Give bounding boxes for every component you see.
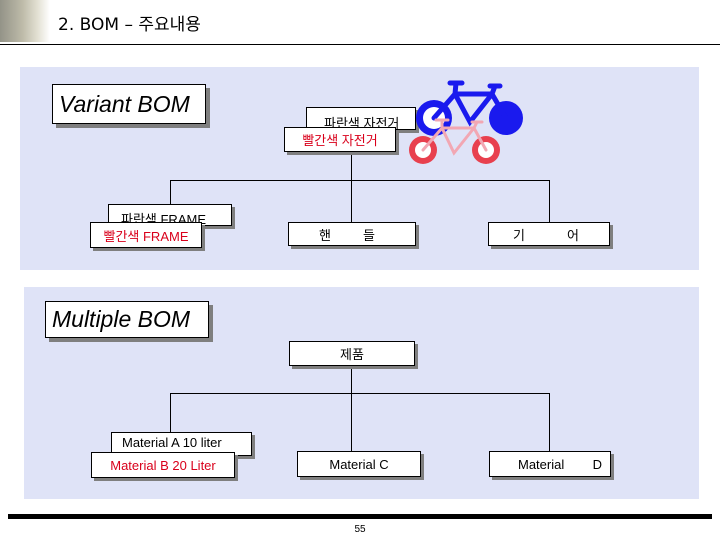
gear-label-part1: 기 <box>513 227 525 243</box>
footer-rule <box>8 514 712 519</box>
handle-box: 핸 들 <box>288 222 416 246</box>
header-decoration <box>0 0 50 42</box>
multiple-drop-d <box>549 393 550 451</box>
handle-label-part1: 핸 <box>319 227 331 243</box>
gear-label-part2: 어 <box>567 227 579 243</box>
material-d-label-part1: Material <box>518 456 565 472</box>
material-a-label: Material A 10 liter <box>122 434 222 450</box>
material-d-box: Material D <box>489 451 611 477</box>
product-box: 제품 <box>289 341 415 366</box>
red-bicycle-label: 빨간색 자전거 <box>302 133 378 148</box>
multiple-branch-line <box>170 393 550 394</box>
multiple-drop-c <box>351 393 352 451</box>
header-rule <box>0 44 720 45</box>
variant-bom-heading: Variant BOM <box>52 84 206 124</box>
variant-drop-frame <box>170 180 171 206</box>
handle-label-part2: 들 <box>363 227 375 243</box>
red-bicycle-box: 빨간색 자전거 <box>284 127 396 152</box>
multiple-trunk-line <box>351 366 352 394</box>
red-frame-box: 빨간색 FRAME <box>90 222 202 248</box>
gear-box: 기 어 <box>488 222 610 246</box>
material-d-label-part2: D <box>592 456 602 472</box>
slide-title: 2. BOM – 주요내용 <box>58 15 201 35</box>
product-label: 제품 <box>340 347 364 362</box>
variant-drop-handle <box>351 180 352 222</box>
multiple-drop-ab <box>170 393 171 433</box>
material-c-label: Material C <box>329 456 389 472</box>
red-frame-label: 빨간색 FRAME <box>103 228 189 244</box>
page-number: 55 <box>354 524 366 535</box>
variant-drop-gear <box>549 180 550 222</box>
variant-trunk-line <box>351 152 352 181</box>
multiple-bom-heading: Multiple BOM <box>45 301 209 338</box>
material-c-box: Material C <box>297 451 421 477</box>
variant-branch-line <box>170 180 550 181</box>
material-b-box: Material B 20 Liter <box>91 452 235 478</box>
red-bicycle-icon <box>409 118 500 164</box>
blue-bicycle-icon <box>416 80 523 136</box>
material-b-label: Material B 20 Liter <box>110 457 216 473</box>
